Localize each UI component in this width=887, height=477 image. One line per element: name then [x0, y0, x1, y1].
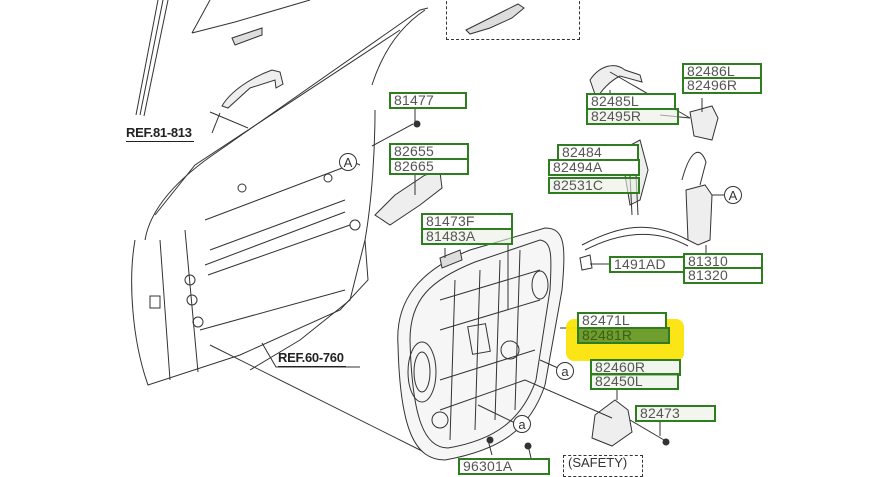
inset-part-drawing [465, 3, 525, 35]
callout-a-lower: a [513, 415, 531, 433]
leader-81477 [371, 108, 416, 147]
part-label-82485L[interactable]: 82485L [586, 93, 676, 110]
regulator-motor-part [591, 399, 633, 447]
window-run-channel [135, 0, 169, 117]
reference-60-760[interactable]: REF.60-760 [278, 350, 346, 367]
leader-line-lower [209, 344, 431, 456]
glass-clip-part [231, 27, 263, 46]
part-label-82450L[interactable]: 82450L [590, 373, 679, 390]
safety-note: (SAFETY) [563, 455, 643, 477]
leader-callout-a [477, 359, 559, 424]
part-label-82495R[interactable]: 82495R [586, 108, 679, 125]
part-label-82665[interactable]: 82665 [389, 158, 469, 175]
reference-81-813[interactable]: REF.81-813 [126, 125, 194, 142]
ref-60-760-leader [261, 342, 360, 368]
door-glass-outline [191, 0, 311, 34]
part-label-81477[interactable]: 81477 [389, 92, 467, 109]
door-frame [131, 7, 429, 386]
part-label-82494A[interactable]: 82494A [548, 159, 640, 176]
ref-81-813-leader [209, 111, 249, 134]
inside-handle-part [374, 171, 443, 226]
part-label-96301A[interactable]: 96301A [458, 458, 550, 475]
leader-81473F [444, 245, 509, 310]
part-label-82531C[interactable]: 82531C [548, 177, 640, 194]
callout-A-upper: A [339, 153, 357, 171]
part-label-82481R[interactable]: 82481R [577, 327, 670, 344]
outside-handle-part [221, 69, 284, 109]
part-label-81320[interactable]: 81320 [683, 267, 763, 284]
outside-handle-rod-part [589, 65, 643, 102]
actuator-part [689, 105, 719, 141]
part-label-82484[interactable]: 82484 [557, 144, 639, 161]
part-label-82473[interactable]: 82473 [635, 405, 716, 422]
callout-A-right: A [724, 186, 742, 204]
door-module-panel [397, 227, 565, 461]
part-label-82496R[interactable]: 82496R [682, 77, 762, 94]
leader-82460R [524, 379, 618, 419]
callout-a-mid: a [556, 362, 574, 380]
door-latch-part [581, 151, 713, 251]
part-label-81483A[interactable]: 81483A [421, 228, 513, 245]
inset-detail-box [446, 0, 580, 40]
grommet-part [579, 254, 593, 271]
clip-part [439, 249, 463, 269]
bolt-82473 [629, 419, 665, 441]
